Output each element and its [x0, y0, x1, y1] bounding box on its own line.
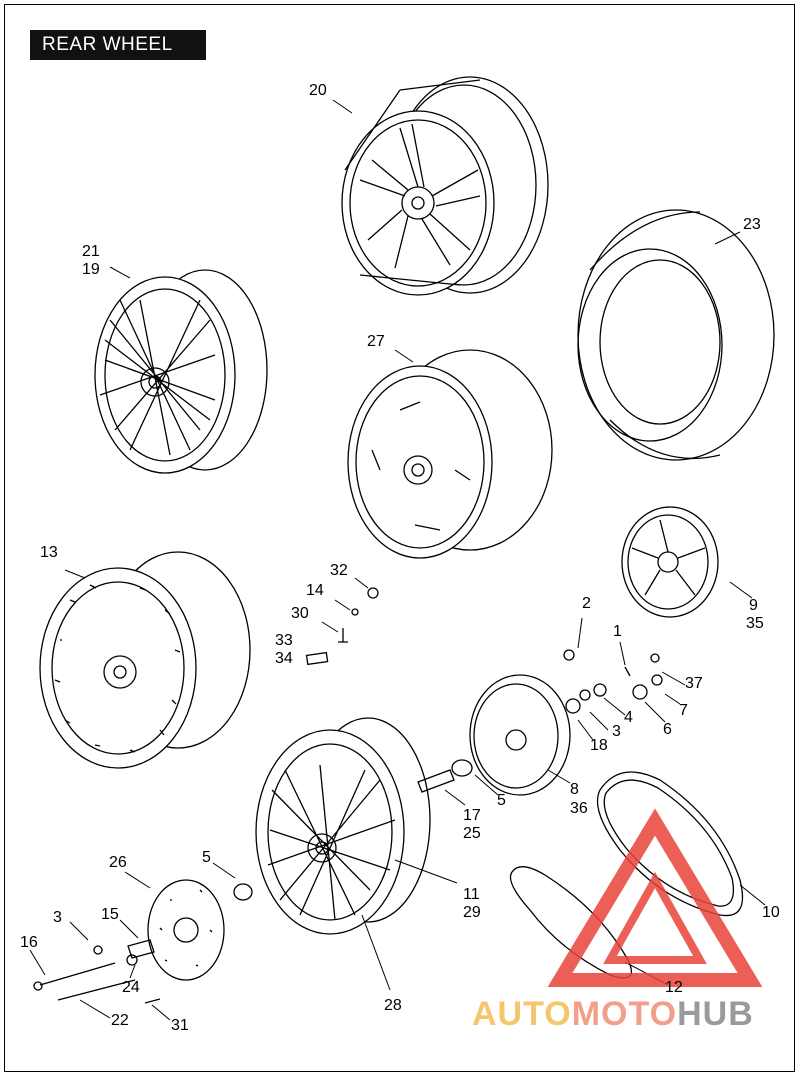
callout-30: 30: [291, 605, 309, 622]
watermark-part-moto: MOTO: [571, 995, 678, 1033]
callout-10: 10: [762, 904, 780, 921]
watermark-part-auto: AUTO: [472, 995, 572, 1033]
callout-1: 1: [613, 623, 622, 640]
callout-20: 20: [309, 82, 327, 99]
belt-10: [596, 771, 744, 917]
callout-37: 37: [685, 675, 703, 692]
callout-31: 31: [171, 1017, 189, 1034]
pulley-8: [417, 649, 663, 796]
callout-29: 29: [463, 904, 481, 921]
watermark-logo-triangle: [547, 808, 763, 987]
tire-23: [577, 209, 775, 461]
callout-12: 12: [665, 979, 683, 996]
callout-26: 26: [109, 854, 127, 871]
callout-32: 32: [330, 562, 348, 579]
callout-11: 11: [463, 886, 480, 903]
callout-35: 35: [746, 615, 764, 632]
callout-17: 17: [463, 807, 481, 824]
callout-33: 33: [275, 632, 293, 649]
callout-25: 25: [463, 825, 481, 842]
diagram-title: REAR WHEEL: [30, 30, 206, 60]
callout-2: 2: [582, 595, 591, 612]
watermark-part-hub: HUB: [677, 995, 754, 1033]
callout-3b: 3: [53, 909, 62, 926]
axle-hardware: [33, 883, 253, 1004]
watermark-text: AUTOMOTOHUB: [472, 995, 754, 1034]
wheel-27-disc: [347, 349, 553, 559]
callout-36: 36: [570, 800, 588, 817]
callout-27: 27: [367, 333, 385, 350]
callout-3a: 3: [612, 723, 621, 740]
brake-rotor-26: [147, 879, 225, 981]
callout-34: 34: [275, 650, 293, 667]
callout-24: 24: [122, 979, 140, 996]
callout-15: 15: [101, 906, 119, 923]
callout-8: 8: [570, 781, 579, 798]
diagram-frame: [4, 4, 795, 1072]
wheel-13-cast: [39, 551, 251, 769]
callout-22: 22: [111, 1012, 129, 1029]
wheel-11-laced: [255, 717, 431, 935]
callout-18: 18: [590, 737, 608, 754]
callout-7: 7: [679, 702, 688, 719]
callout-6: 6: [663, 721, 672, 738]
callout-5b: 5: [202, 849, 211, 866]
wheel-21-laced: [94, 269, 268, 474]
valve-stem-parts: [305, 587, 379, 666]
wheel-20-cast-spoke: [341, 76, 549, 296]
callout-21: 21: [82, 243, 100, 260]
callout-16: 16: [20, 934, 38, 951]
callout-23: 23: [743, 216, 761, 233]
pulley-9: [621, 506, 719, 618]
callout-19: 19: [82, 261, 100, 278]
callout-13: 13: [40, 544, 58, 561]
callout-28: 28: [384, 997, 402, 1014]
callout-9: 9: [749, 597, 758, 614]
callout-5a: 5: [497, 792, 506, 809]
callout-14: 14: [306, 582, 324, 599]
callout-4: 4: [624, 709, 633, 726]
